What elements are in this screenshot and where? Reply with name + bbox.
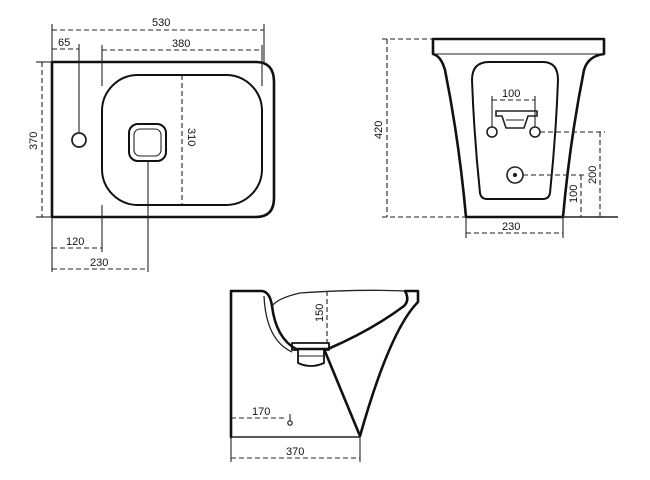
dim-label-530: 530 — [152, 17, 170, 29]
front-view-bracket — [495, 110, 538, 129]
top-view-tap-hole — [71, 132, 87, 148]
side-view-inner-wall — [263, 295, 293, 353]
side-view-outlet-marker — [287, 420, 293, 426]
front-view-cavity — [471, 61, 559, 200]
dim-label-65: 65 — [58, 37, 70, 49]
side-view-wall-outline — [229, 289, 264, 439]
front-view-fixing-hole-left — [486, 126, 498, 138]
side-view-body-outline — [260, 289, 420, 438]
dim-label-150: 150 — [314, 304, 326, 322]
top-view-body-outline — [50, 60, 276, 219]
side-view-drain — [291, 342, 330, 367]
dim-label-120: 120 — [66, 236, 84, 248]
front-view-inlet-center — [512, 172, 518, 178]
dim-label-170: 170 — [252, 406, 270, 418]
dim-label-100-outlet: 100 — [568, 185, 580, 203]
dim-label-370-side: 370 — [286, 446, 304, 458]
front-view-fixing-hole-right — [529, 126, 541, 138]
dim-label-380: 380 — [172, 38, 190, 50]
dim-label-420: 420 — [373, 121, 385, 139]
side-view-bowl-surface — [271, 289, 406, 307]
dim-label-370-top: 370 — [28, 132, 40, 150]
side-view: 150 170 370 — [229, 289, 420, 462]
dim-label-310: 310 — [185, 128, 197, 146]
top-view: 530 65 380 370 310 120 230 — [28, 17, 276, 272]
top-view-drain-inner — [133, 128, 162, 157]
dim-label-100-fixing: 100 — [502, 88, 520, 100]
dim-label-200: 200 — [587, 166, 599, 184]
dim-label-230-base: 230 — [502, 221, 520, 233]
front-view: 420 100 200 100 230 — [373, 37, 618, 238]
dim-label-230-top: 230 — [90, 257, 108, 269]
